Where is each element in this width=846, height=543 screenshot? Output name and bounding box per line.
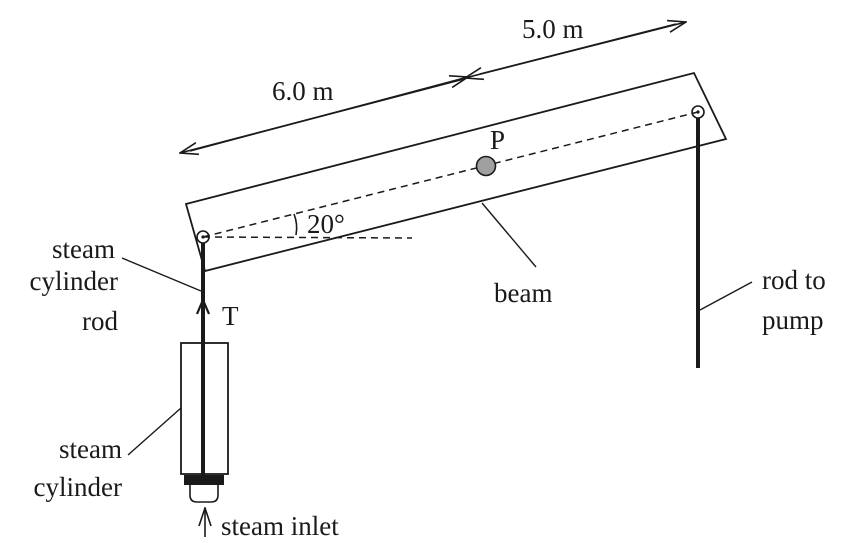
- label-steam-cylinder-1: steam: [59, 434, 122, 464]
- label-steam-cylinder-rod-1: steam: [52, 234, 115, 264]
- leader-beam: [481, 202, 537, 268]
- beam: [184, 71, 728, 273]
- horizontal-reference-line: [202, 236, 413, 239]
- label-rod-to-pump-2: pump: [762, 305, 824, 335]
- right-hinge-dot: [696, 110, 700, 114]
- steam-inlet-nozzle: [189, 485, 219, 503]
- label-steam-cylinder-2: cylinder: [34, 472, 122, 502]
- leader-cylinder-rod: [121, 257, 202, 292]
- leader-pump-rod: [699, 281, 753, 311]
- label-rod-to-pump-1: rod to: [762, 265, 826, 295]
- label-steam-cylinder-rod-3: rod: [82, 306, 118, 336]
- dimension-label-right: 5.0 m: [522, 14, 584, 44]
- angle-arc: [293, 213, 298, 236]
- piston: [184, 475, 224, 485]
- beam-centre-line: [202, 111, 699, 238]
- left-hinge-dot: [201, 235, 205, 239]
- dimension-label-left: 6.0 m: [272, 76, 334, 106]
- angle-label: 20°: [307, 209, 345, 239]
- label-steam-inlet: steam inlet: [221, 511, 339, 541]
- tension-label: T: [222, 301, 239, 331]
- label-steam-cylinder-rod-2: cylinder: [30, 266, 118, 296]
- label-beam: beam: [494, 278, 552, 308]
- leader-steam-cylinder: [127, 407, 182, 456]
- dimension-arrow-left-b: [189, 77, 468, 152]
- pivot-label: P: [490, 125, 505, 155]
- pivot-p: [475, 155, 497, 177]
- dimension-arrow-right-b: [465, 23, 677, 78]
